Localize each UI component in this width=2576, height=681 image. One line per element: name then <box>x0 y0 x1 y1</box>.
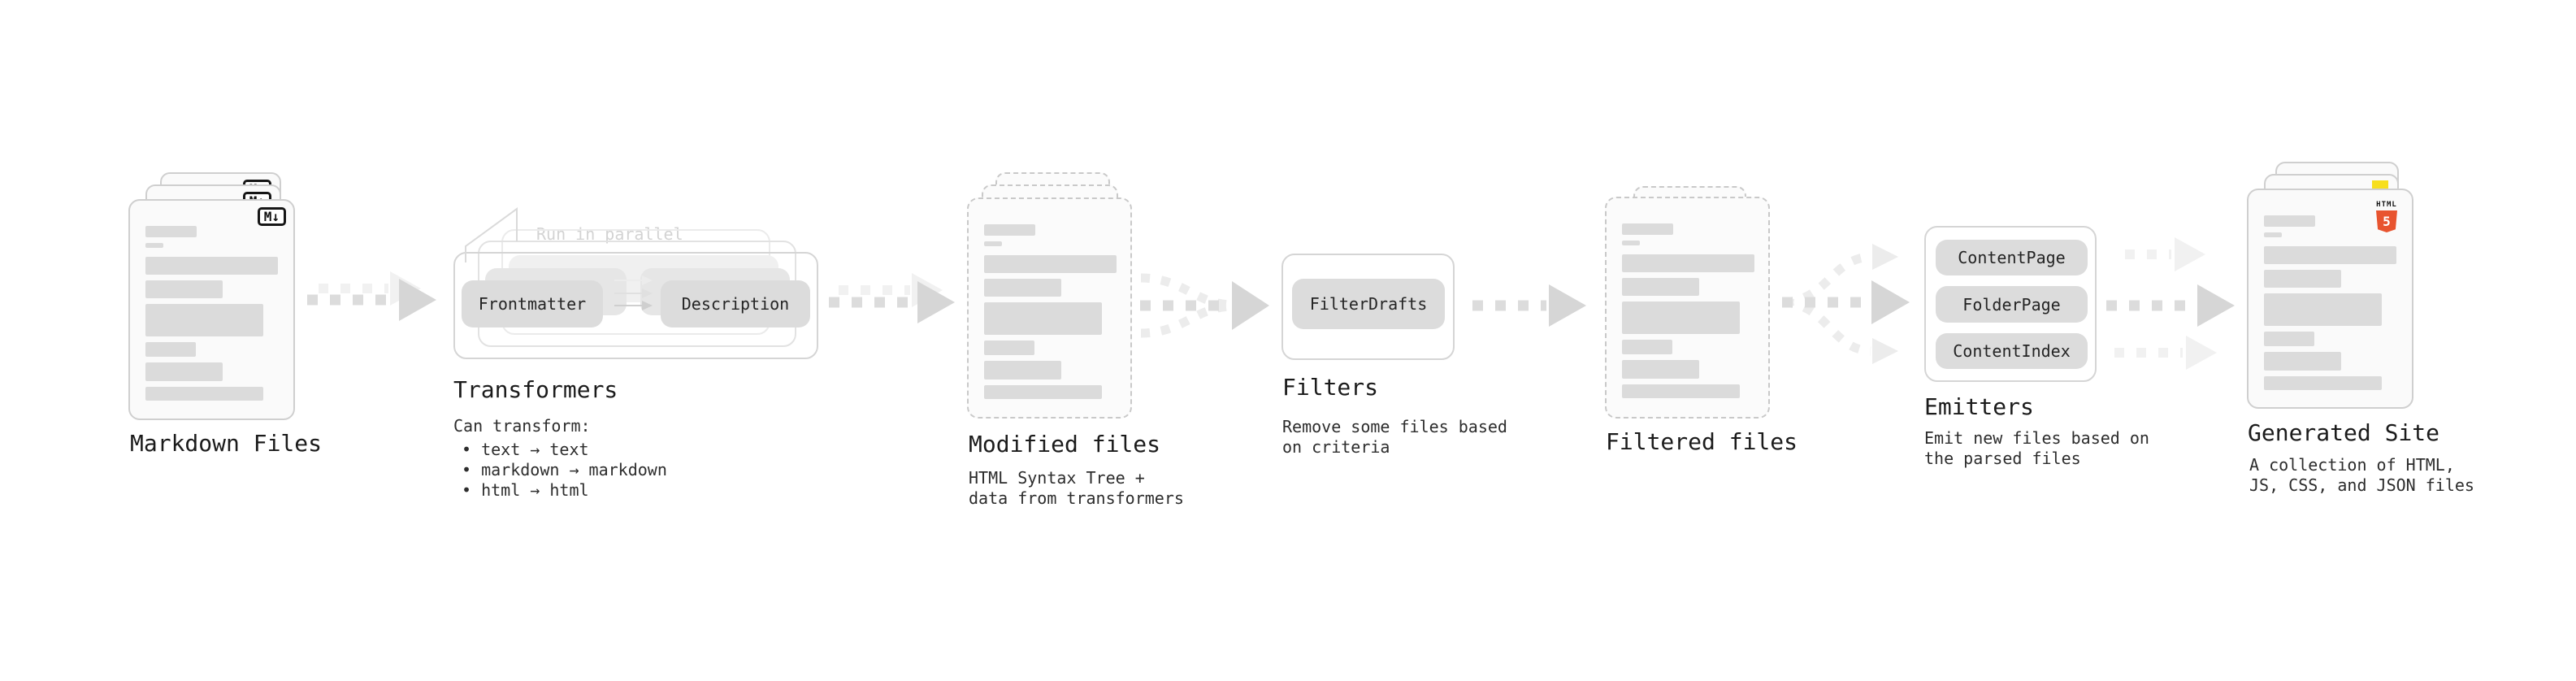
emitters-box: ContentPage FolderPage ContentIndex <box>1924 226 2097 382</box>
transformers-title: Transformers <box>453 376 618 403</box>
doc-line <box>984 224 1035 236</box>
contentpage-pill: ContentPage <box>1936 240 2088 275</box>
doc-line <box>145 387 263 401</box>
markdown-icon: M↓ <box>257 207 286 226</box>
arrow-emitters-to-generated-icon <box>2106 237 2235 370</box>
doc-line <box>984 302 1102 335</box>
doc-line <box>2264 376 2382 390</box>
doc-line <box>2264 232 2282 237</box>
subtitle-line: on criteria <box>1282 437 1390 457</box>
doc-line <box>984 361 1061 380</box>
contentindex-pill: ContentIndex <box>1936 333 2088 369</box>
transformer-frame-front <box>453 252 818 359</box>
doc-line <box>1622 360 1699 379</box>
filtered-file-card-front <box>1605 197 1770 419</box>
filters-title: Filters <box>1282 374 1379 401</box>
html5-icon: HTML 5 <box>2371 194 2402 232</box>
doc-line <box>984 385 1102 399</box>
doc-line <box>1622 340 1672 354</box>
subtitle-line: JS, CSS, and JSON files <box>2249 475 2474 495</box>
bullet-item: • html → html <box>462 480 589 500</box>
doc-line <box>2264 246 2396 264</box>
subtitle-line: data from transformers <box>969 488 1184 508</box>
subtitle-line: A collection of HTML, <box>2249 455 2455 475</box>
emitters-title: Emitters <box>1924 393 2034 420</box>
doc-line <box>145 226 197 237</box>
doc-line <box>1622 301 1740 334</box>
generated-site-title: Generated Site <box>2248 419 2440 446</box>
subtitle-line: Remove some files based <box>1282 417 1507 436</box>
doc-line <box>145 280 223 298</box>
arrow-markdown-to-transformers-icon <box>307 271 436 321</box>
filters-subtitle: Remove some files based on criteria <box>1282 416 1507 457</box>
arrow-modified-to-filters-icon <box>1140 273 1269 338</box>
html5-shield: 5 <box>2376 210 2397 232</box>
modified-file-card-front <box>967 197 1132 419</box>
markdown-files-title: Markdown Files <box>130 430 323 457</box>
doc-line <box>2264 332 2314 346</box>
doc-line <box>984 255 1117 273</box>
subtitle-line: the parsed files <box>1924 449 2081 468</box>
bullet-item: • markdown → markdown <box>462 460 667 479</box>
doc-line <box>2264 293 2382 326</box>
arrow-filters-to-filtered-icon <box>1472 284 1586 327</box>
generated-file-card-front: HTML 5 <box>2247 189 2413 409</box>
doc-line <box>1622 254 1754 272</box>
doc-line <box>1622 223 1673 235</box>
modified-files-title: Modified files <box>969 431 1161 458</box>
transformers-heading: Can transform: <box>453 416 591 436</box>
filterdrafts-pill: FilterDrafts <box>1292 279 1445 329</box>
doc-line <box>984 340 1034 355</box>
doc-line <box>145 243 163 248</box>
doc-line <box>1622 241 1640 245</box>
doc-line <box>2264 352 2341 371</box>
arrow-transformers-to-modified-icon <box>829 273 955 323</box>
doc-line <box>145 362 223 381</box>
transformers-bullets: • text → text • markdown → markdown • ht… <box>462 440 667 501</box>
filtered-files-title: Filtered files <box>1606 428 1798 455</box>
html5-icon-label: HTML <box>2376 201 2397 209</box>
emitters-subtitle: Emit new files based on the parsed files <box>1924 428 2149 469</box>
markdown-file-card-front: M↓ <box>128 199 295 420</box>
doc-line <box>984 279 1061 297</box>
folderpage-pill: FolderPage <box>1936 286 2088 323</box>
doc-line <box>2264 270 2341 288</box>
doc-line <box>984 241 1002 246</box>
arrow-filtered-to-emitters-icon <box>1782 244 1910 364</box>
doc-line <box>1622 278 1699 296</box>
generated-site-subtitle: A collection of HTML, JS, CSS, and JSON … <box>2249 455 2474 496</box>
bullet-item: • text → text <box>462 440 589 459</box>
doc-line <box>145 342 196 357</box>
frontmatter-pill: Frontmatter <box>462 280 603 327</box>
doc-line <box>2264 215 2315 227</box>
doc-line <box>1622 384 1740 398</box>
modified-files-subtitle: HTML Syntax Tree + data from transformer… <box>969 468 1184 509</box>
doc-line <box>145 304 263 336</box>
doc-line <box>145 257 278 275</box>
description-pill: Description <box>661 280 810 327</box>
subtitle-line: HTML Syntax Tree + <box>969 468 1145 488</box>
subtitle-line: Emit new files based on <box>1924 428 2149 448</box>
